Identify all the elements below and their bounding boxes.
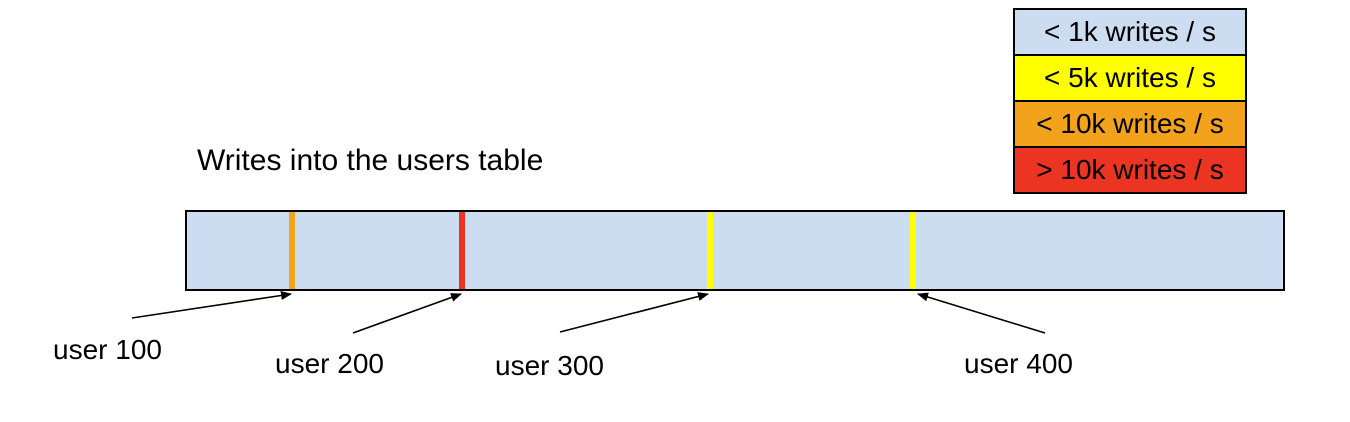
label-user-300: user 300 bbox=[495, 350, 604, 381]
legend: < 1k writes / s < 5k writes / s < 10k wr… bbox=[1013, 8, 1247, 194]
arrow-user-400 bbox=[917, 292, 1046, 334]
hotspot-marker-user-300 bbox=[707, 212, 713, 289]
legend-label-lt-1k: < 1k writes / s bbox=[1044, 16, 1216, 47]
diagram-title: Writes into the users table bbox=[197, 144, 544, 177]
legend-label-lt-5k: < 5k writes / s bbox=[1044, 62, 1216, 93]
legend-row-gt-10k: > 10k writes / s bbox=[1013, 146, 1247, 194]
label-user-100: user 100 bbox=[53, 334, 162, 365]
label-user-200: user 200 bbox=[275, 348, 384, 379]
label-user-400: user 400 bbox=[964, 348, 1073, 379]
legend-row-lt-5k: < 5k writes / s bbox=[1013, 54, 1247, 102]
hotspot-marker-user-200 bbox=[459, 212, 465, 289]
arrow-user-200 bbox=[352, 293, 462, 334]
hotspot-marker-user-400 bbox=[910, 212, 916, 289]
hotspot-marker-user-100 bbox=[289, 212, 295, 289]
legend-row-lt-1k: < 1k writes / s bbox=[1013, 8, 1247, 56]
legend-label-gt-10k: > 10k writes / s bbox=[1036, 154, 1224, 185]
legend-row-lt-10k: < 10k writes / s bbox=[1013, 100, 1247, 148]
arrow-user-300 bbox=[559, 292, 709, 333]
legend-label-lt-10k: < 10k writes / s bbox=[1036, 108, 1224, 139]
users-table-bar bbox=[185, 210, 1285, 291]
arrow-user-100 bbox=[131, 291, 292, 319]
